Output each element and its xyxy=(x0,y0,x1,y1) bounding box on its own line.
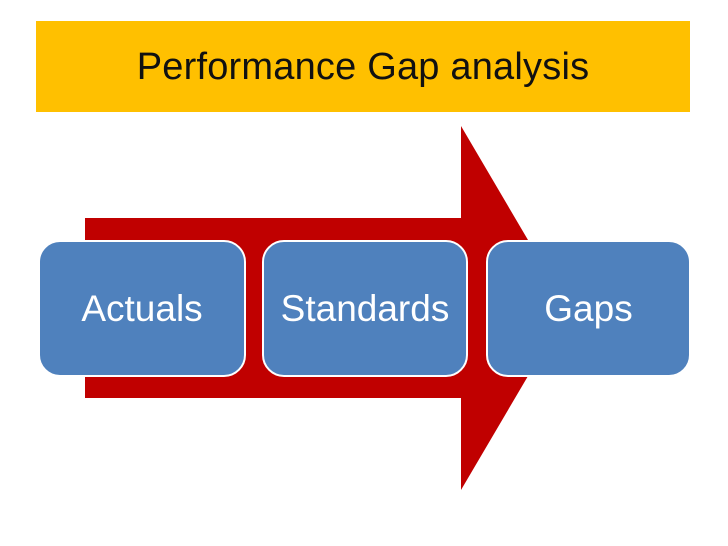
title-banner: Performance Gap analysis xyxy=(36,21,690,112)
process-step-standards[interactable]: Standards xyxy=(262,240,468,377)
page-title: Performance Gap analysis xyxy=(136,45,590,88)
process-step-label: Standards xyxy=(280,288,450,329)
process-step-actuals[interactable]: Actuals xyxy=(38,240,246,377)
process-step-label: Actuals xyxy=(81,288,203,329)
process-step-label: Gaps xyxy=(544,288,633,329)
process-step-gaps[interactable]: Gaps xyxy=(486,240,691,377)
